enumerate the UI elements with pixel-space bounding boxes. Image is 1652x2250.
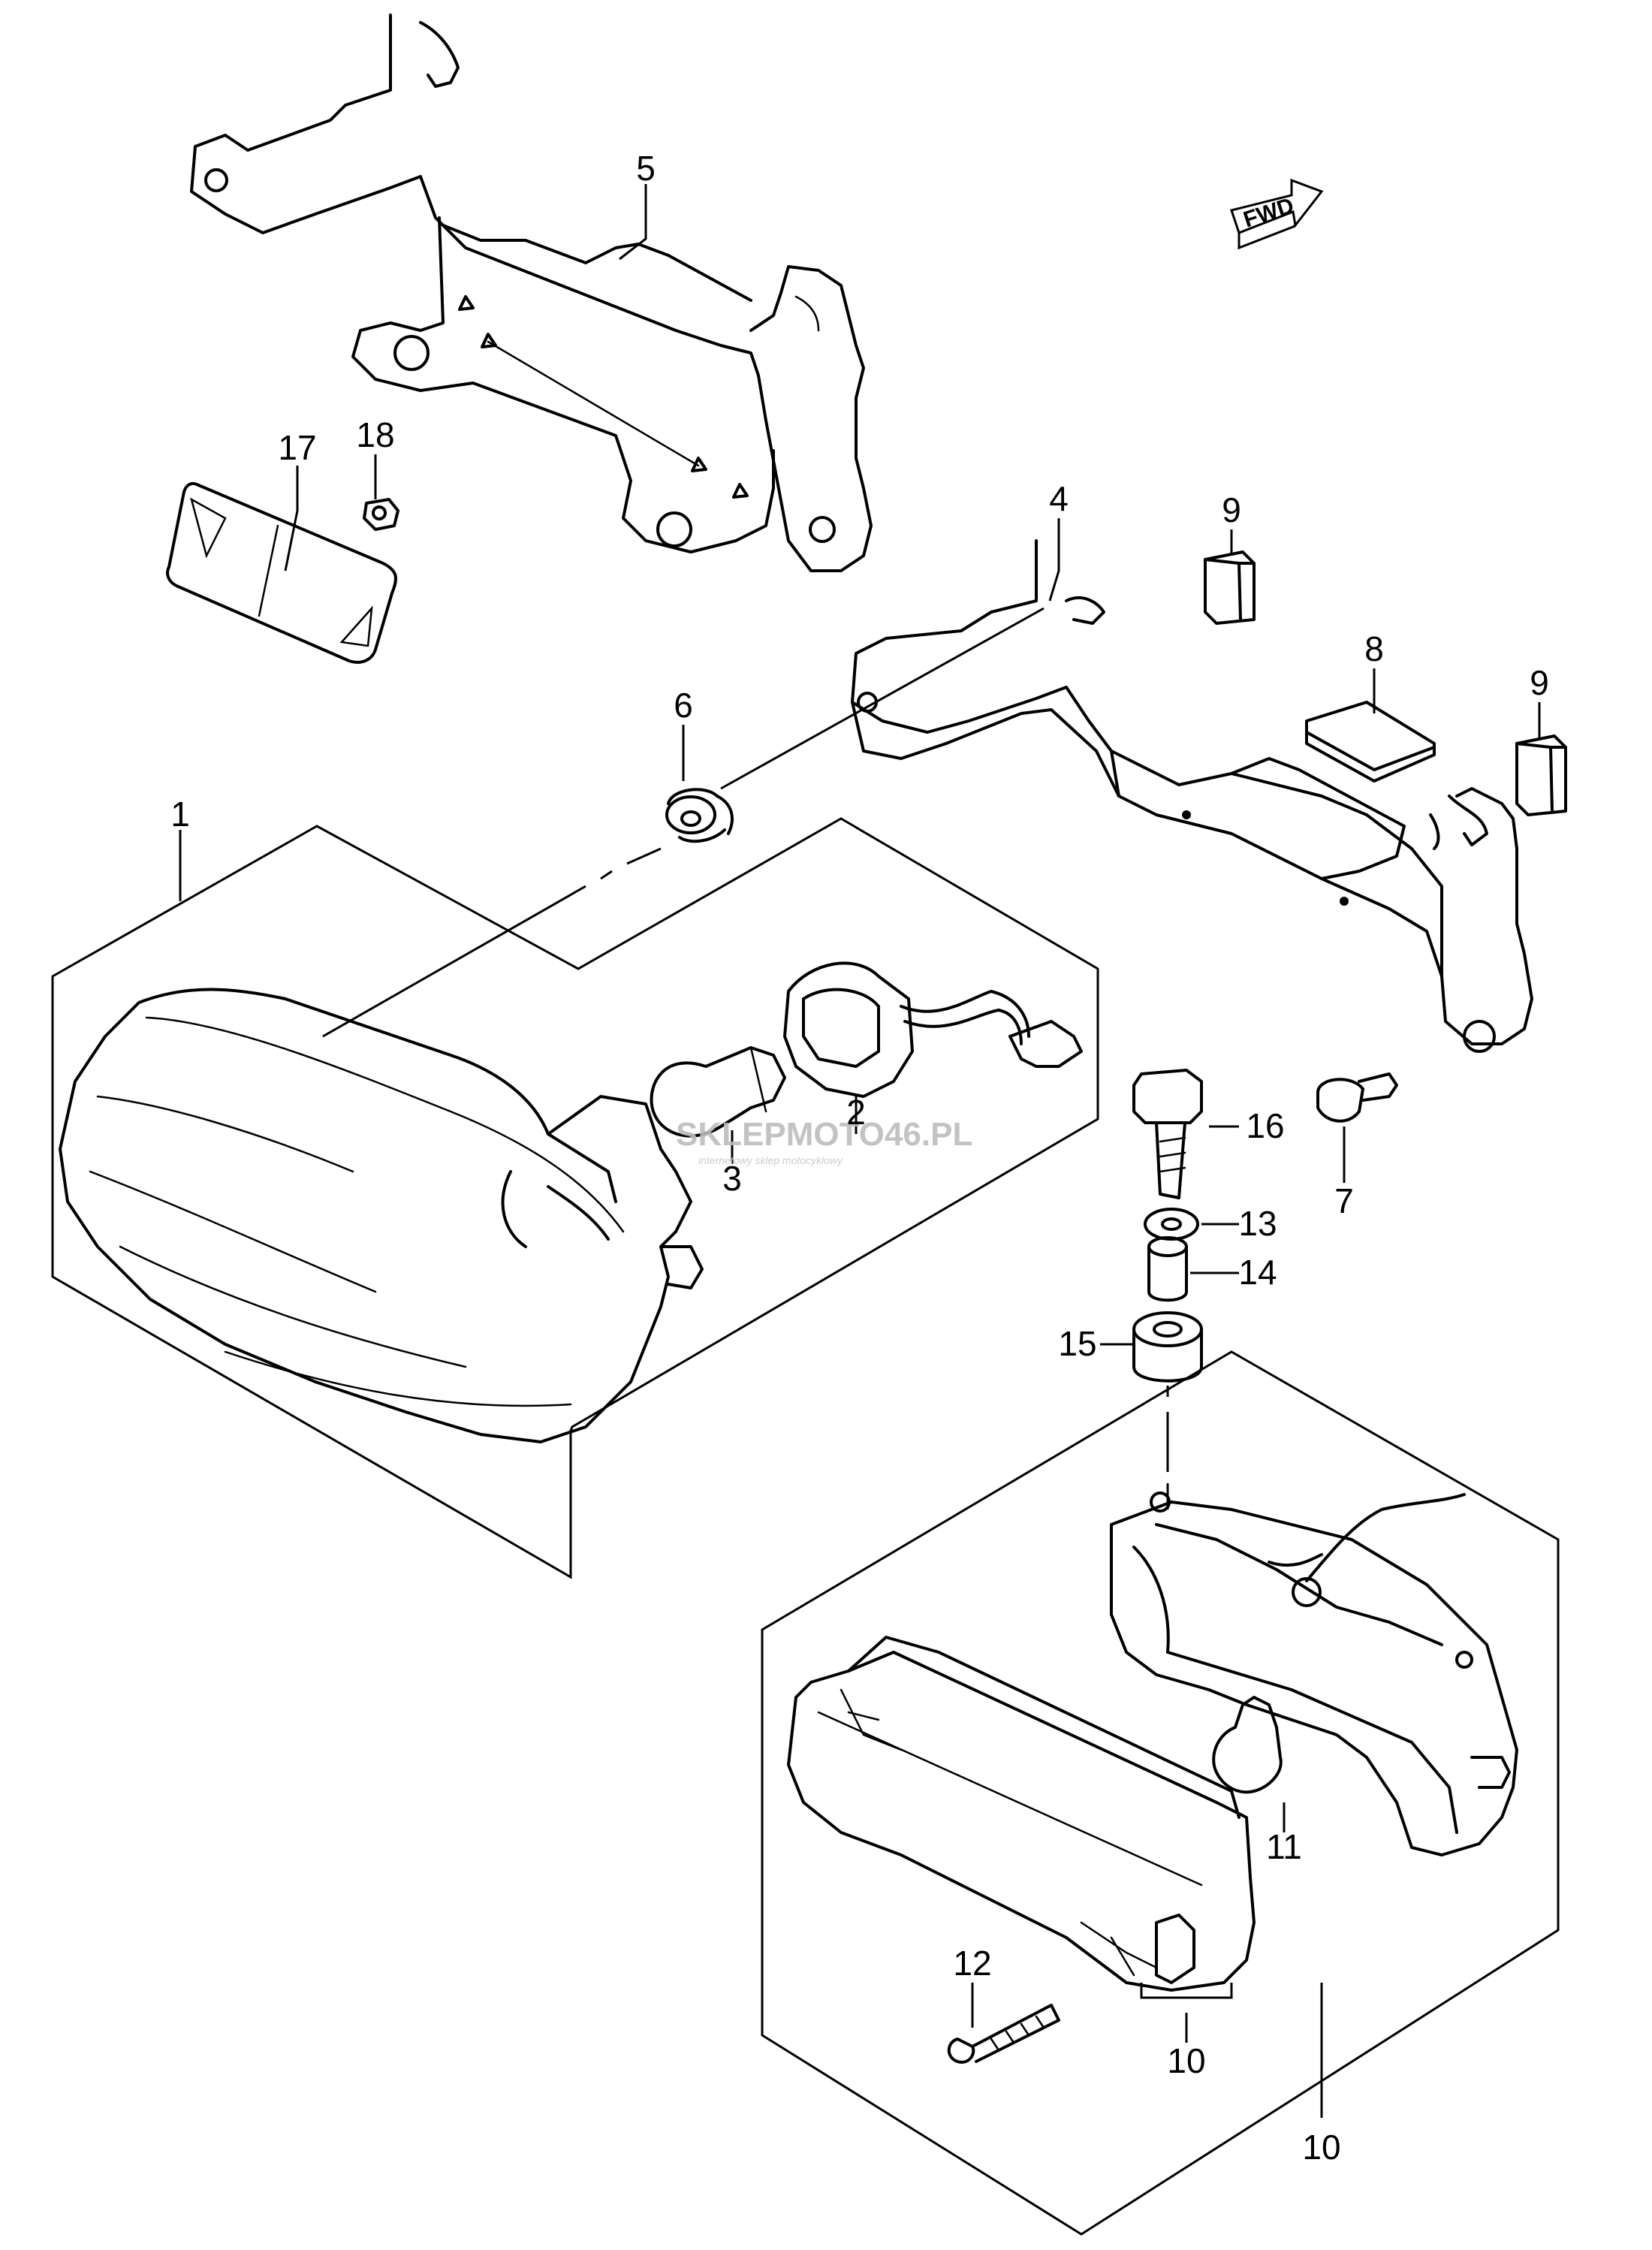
bulb-part-3	[650, 1046, 786, 1138]
rubber-part-9-lower	[1515, 734, 1567, 816]
forward-arrow-icon: FWD	[1230, 178, 1324, 250]
callout-9-upper: 9	[1222, 490, 1241, 529]
leader-lines	[179, 184, 1541, 2118]
callout-15: 14	[1238, 1253, 1277, 1292]
bolt-part-17	[1132, 1069, 1203, 1199]
callout-2: 2	[846, 1093, 866, 1132]
screw-part-7	[1316, 1072, 1398, 1123]
callout-16: 15	[1058, 1324, 1096, 1363]
bulb-part-12	[1212, 1696, 1283, 1794]
upper-bracket-part-5	[190, 14, 873, 572]
nut-part-19	[363, 498, 399, 531]
callout-5: 5	[636, 149, 656, 188]
screw-part-13	[947, 2004, 1060, 2064]
callout-10: 10	[1302, 2128, 1340, 2167]
washer-part-14	[1144, 1208, 1199, 1241]
watermark-brand: SKLEPMOTO46.PL	[676, 1116, 972, 1153]
callout-labels: 5 17 18 4 9 8 9 6 1 2 3 16 13 14 15 7 11…	[170, 149, 1549, 2167]
callout-17: 16	[1246, 1106, 1284, 1145]
lower-bracket-part-4	[851, 539, 1533, 1053]
callout-9-lower: 9	[1530, 663, 1549, 702]
collar-part-15	[1147, 1236, 1188, 1302]
callout-3: 3	[722, 1159, 742, 1198]
callout-6: 6	[674, 686, 693, 725]
callout-14: 13	[1238, 1204, 1277, 1243]
lens-part-11	[787, 1636, 1256, 1999]
watermark: SKLEPMOTO46.PL internetowy sklep motocyk…	[676, 1116, 972, 1166]
watermark-tagline: internetowy sklep motocyklowy	[698, 1154, 843, 1166]
callout-4: 4	[1049, 479, 1069, 518]
fwd-label: FWD	[1241, 193, 1297, 232]
grommet-part-16	[1132, 1311, 1203, 1383]
callout-7: 7	[1334, 1181, 1354, 1220]
callout-1: 1	[170, 795, 190, 834]
tail-light-group-part-1	[51, 817, 1099, 1579]
pad-part-8	[1305, 701, 1436, 783]
callout-12: 11	[1266, 1827, 1302, 1866]
callout-19: 18	[356, 415, 394, 454]
callout-18: 17	[278, 428, 316, 467]
license-lamp-group-part-10	[761, 1350, 1560, 2236]
callout-13: 12	[953, 1944, 991, 1983]
callout-8: 8	[1364, 629, 1384, 668]
callout-11: 10	[1167, 2041, 1205, 2080]
rubber-part-9-upper	[1204, 550, 1256, 625]
socket-part-2	[783, 961, 1083, 1098]
grommet-part-6	[665, 788, 734, 843]
reflector-part-18	[166, 481, 397, 664]
